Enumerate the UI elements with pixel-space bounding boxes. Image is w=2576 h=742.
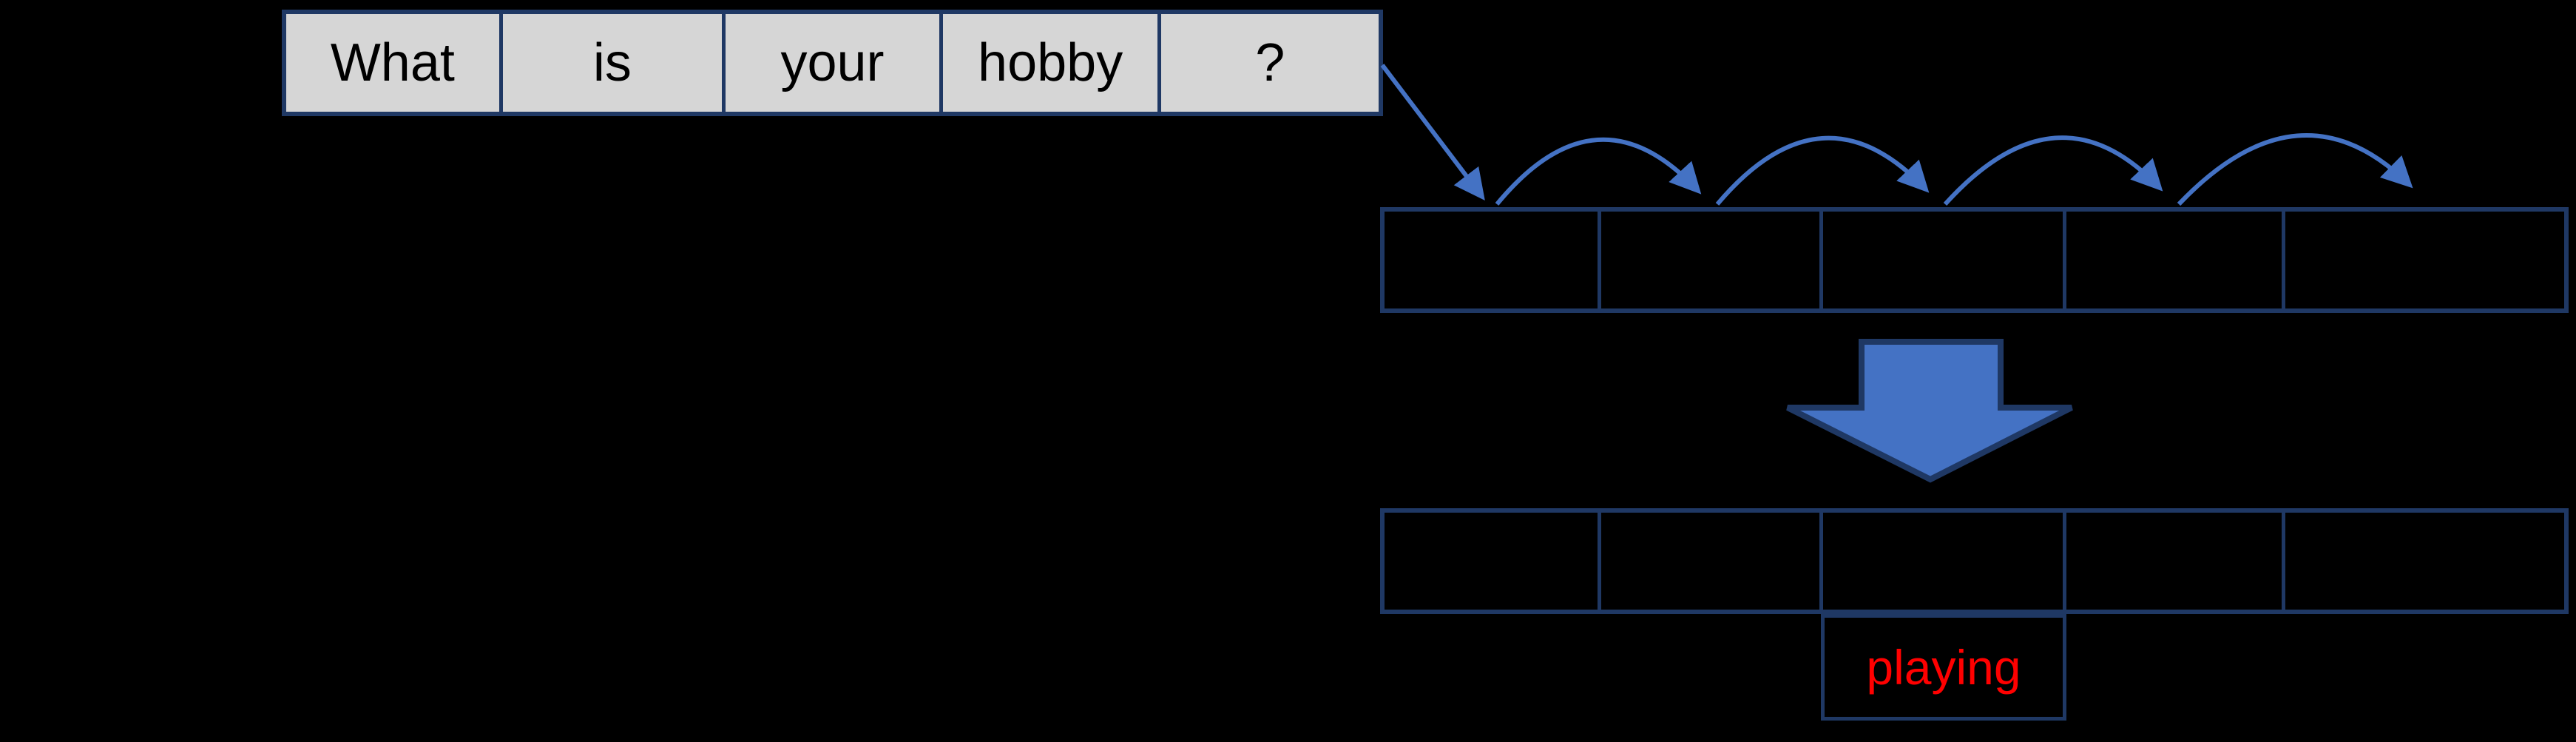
word-label: hobby [978, 33, 1123, 92]
hop-arc-icon [1943, 135, 2163, 206]
output-cell [1385, 513, 1598, 610]
prediction-label: playing [1866, 640, 2021, 695]
hidden-state-cell [1385, 212, 1598, 308]
hidden-state-cell [2063, 212, 2282, 308]
output-table [1380, 508, 2569, 614]
prediction-cell: playing [1821, 614, 2066, 721]
input-word-table: What is your hobby ? [282, 10, 1383, 116]
hop-arc-icon [2177, 133, 2413, 206]
output-cell [2063, 513, 2282, 610]
output-cell [1598, 513, 1819, 610]
hop-arc-icon [1715, 135, 1930, 206]
word-label: is [592, 33, 632, 92]
word-label: your [780, 33, 885, 92]
hidden-state-table [1380, 207, 2569, 313]
word-label: ? [1255, 33, 1285, 92]
hidden-state-cell [1598, 212, 1819, 308]
word-label: What [330, 33, 455, 92]
hidden-state-cell [1819, 212, 2063, 308]
word-cell: hobby [939, 14, 1158, 112]
output-cell [1819, 513, 2063, 610]
hop-arc-icon [1495, 137, 1702, 206]
word-cell: your [722, 14, 939, 112]
output-cell [2282, 513, 2564, 610]
connector-arrow-icon [1380, 64, 1485, 201]
word-cell: ? [1157, 14, 1379, 112]
word-cell: What [286, 14, 499, 112]
hidden-state-cell [2282, 212, 2564, 308]
down-block-arrow-icon [1786, 339, 2073, 483]
word-cell: is [498, 14, 723, 112]
